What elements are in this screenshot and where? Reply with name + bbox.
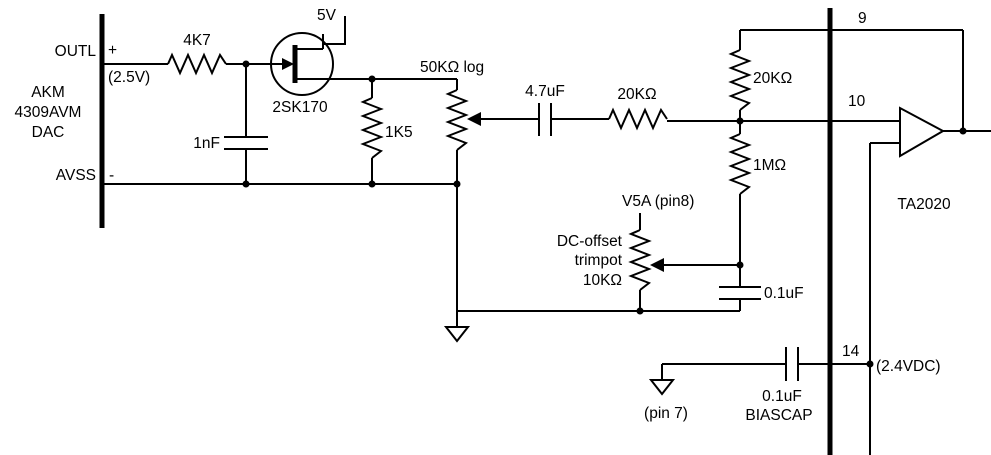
dac-avss-pin-label: AVSS [56,167,96,184]
resistor-4k7 [167,52,227,76]
resistor-20k-input [608,107,668,131]
amp-pin-10-label: 10 [848,93,866,110]
amplifier-ta2020-label: TA2020 [897,196,951,213]
junction-amp-output [959,127,967,135]
trim-supply-label: V5A (pin8) [622,193,694,210]
outl-plus-sign: + [108,42,117,59]
ground-symbol-icon [443,326,471,343]
junction-avss-r1k5 [368,180,376,188]
dac-outl-pin-label: OUTL [55,43,97,60]
resistor-1k5 [360,97,384,159]
biascap-value-label: 0.1uF [762,388,802,405]
resistor-20k-feedback [728,49,752,111]
resistor-1m-label: 1MΩ [753,157,786,174]
bias-voltage-label: (2.4VDC) [876,358,941,375]
pot-wiper-arrow-icon [467,112,481,126]
resistor-4k7-label: 4K7 [183,32,211,49]
trimpot-10k [628,229,652,291]
trimpot-wiper-arrow-icon [650,258,664,272]
amplifier-ta2020-triangle [899,106,946,158]
resistor-20k-input-label: 20KΩ [617,86,656,103]
trimpot-label-line-3: 10KΩ [583,272,622,289]
dac-name-line-1: AKM [31,84,65,101]
potentiometer-50k-label: 50KΩ log [420,59,484,76]
dac-name-line-2: 4309AVM [15,104,82,121]
amp-pin-14-label: 14 [842,343,860,360]
junction-avss-c1 [242,180,250,188]
resistor-1m [728,133,752,195]
junction-bias-pin14 [866,360,874,368]
trimpot-label-line-2: trimpot [575,252,623,269]
bias-ground-symbol-icon [648,379,676,396]
supply-5v-wire [322,16,346,45]
resistor-20k-feedback-label: 20KΩ [753,70,792,87]
jfet-supply-label: 5V [317,7,337,24]
jfet-2sk170-body [270,32,334,96]
resistor-1k5-label: 1K5 [385,124,413,141]
dac-name-line-3: DAC [32,124,65,141]
capacitor-trim-label: 0.1uF [764,285,804,302]
amp-pin-9-label: 9 [858,10,867,27]
capacitor-4u7-label: 4.7uF [525,83,565,100]
jfet-part-label: 2SK170 [272,99,328,116]
junction-avss-pot [453,180,461,188]
jfet-gate-arrow-icon [282,58,294,70]
capacitor-1nf-label: 1nF [193,135,220,152]
potentiometer-50k [445,89,469,151]
biascap-name-label: BIASCAP [745,407,812,424]
trimpot-label-line-1: DC-offset [557,233,623,250]
outl-voltage-label: (2.5V) [108,69,150,86]
avss-minus-sign: - [109,167,114,184]
bias-ground-pin-label: (pin 7) [644,405,688,422]
junction-ground-trim [636,307,644,315]
